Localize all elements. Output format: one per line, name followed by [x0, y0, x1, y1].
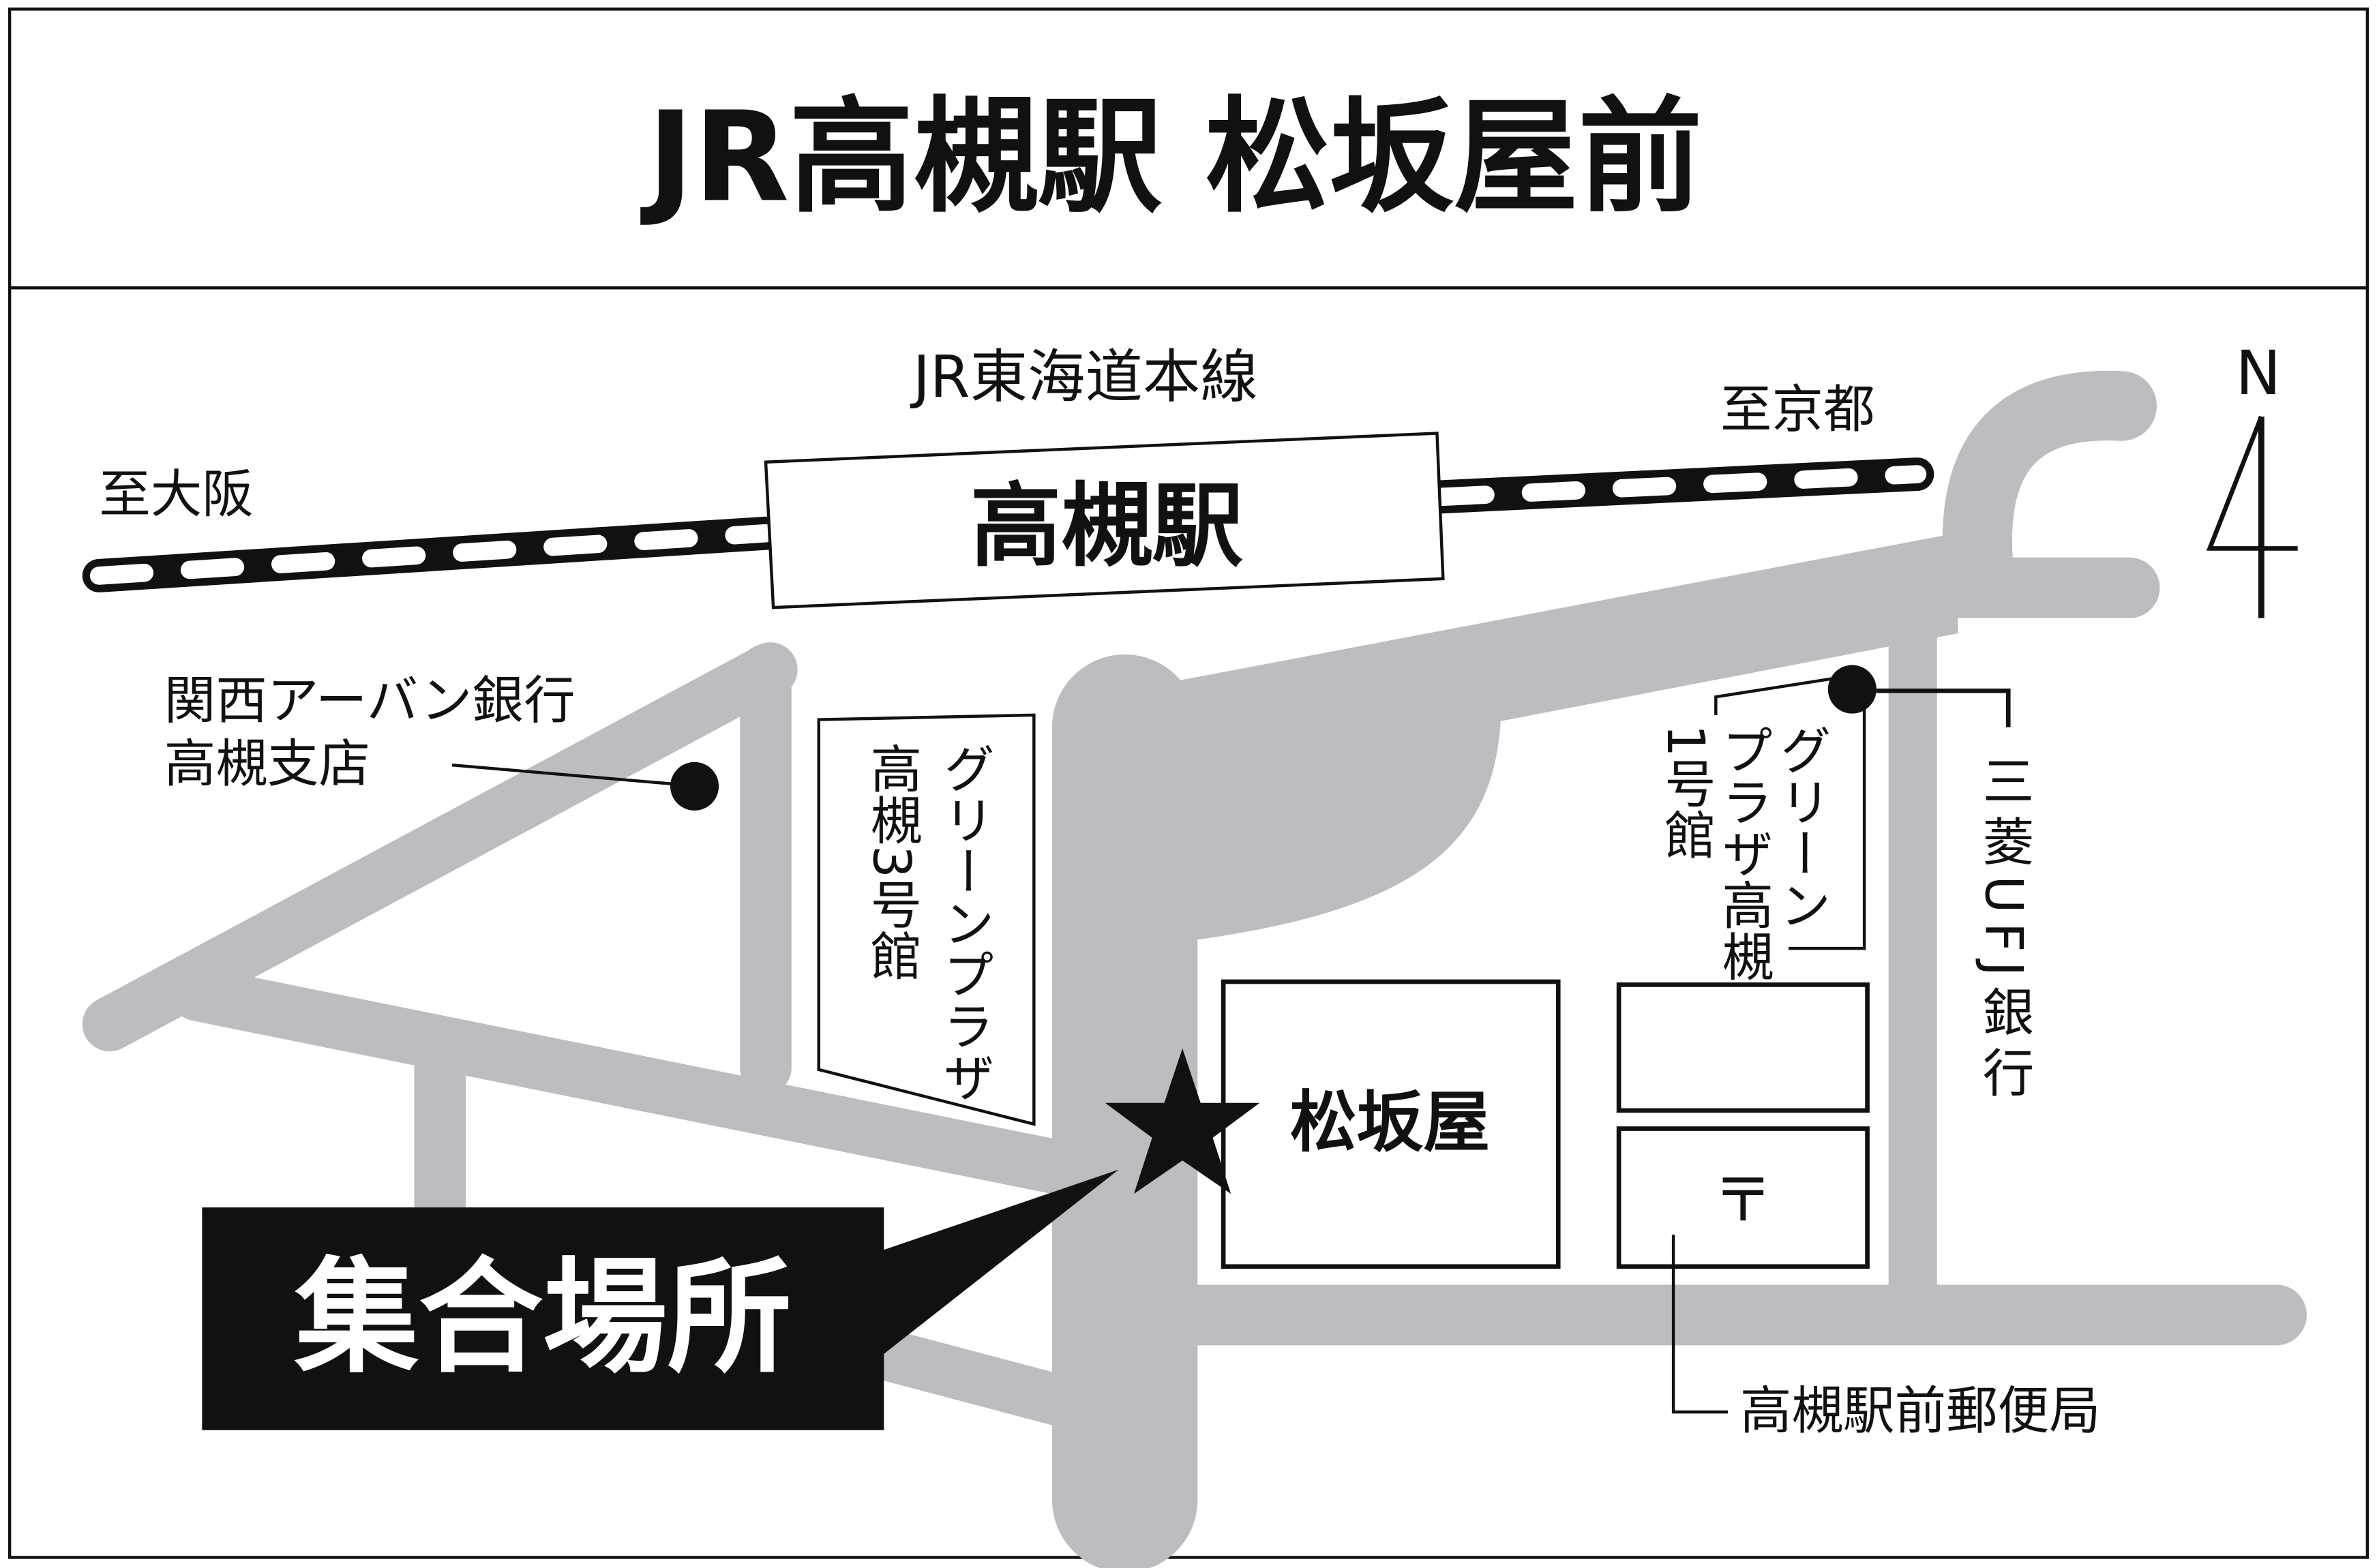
green-plaza-3-label: 高槻3号館 — [861, 742, 921, 981]
direction-osaka: 至大阪 — [99, 464, 254, 524]
meeting-point-label: 集合場所 — [294, 1246, 792, 1390]
leader-line — [451, 764, 683, 787]
leader-line — [1671, 1235, 1729, 1414]
railway-line — [82, 457, 1934, 592]
page-title: JR高槻駅 松坂屋前 — [640, 85, 1702, 229]
road — [1942, 370, 2157, 596]
road-junction — [1061, 533, 1958, 939]
star-icon — [1105, 1048, 1260, 1194]
station-building — [764, 432, 1445, 609]
matsuzakaya-label: 松坂屋 — [1290, 1084, 1490, 1162]
north-arrow-icon: N — [2206, 337, 2298, 618]
kansai-urban-bank-label: 高槻支店 — [164, 734, 370, 794]
green-plaza-3-label: グリーンプラザ — [934, 742, 994, 1103]
road — [82, 642, 798, 1052]
building — [1616, 982, 1870, 1113]
station-name: 高槻駅 — [970, 474, 1243, 579]
mufg-bank-label: 三菱UFJ銀行 — [1974, 755, 2034, 1107]
direction-kyoto: 至京都 — [1720, 380, 1875, 440]
post-office-icon: 〒 — [1713, 1164, 1774, 1235]
post-office-building — [1616, 1126, 1870, 1269]
green-plaza-1-marker — [1827, 665, 1877, 714]
green-plaza-1-label: プラザ高槻 — [1713, 724, 1773, 982]
kansai-urban-bank-label: 関西アーバン銀行 — [164, 670, 575, 730]
svg-text:N: N — [2236, 337, 2281, 408]
leader-line — [1714, 676, 1842, 715]
green-plaza-1-label: グリーン — [1771, 724, 1831, 930]
matsuzakaya-building — [1221, 979, 1561, 1269]
leader-line — [1876, 689, 2011, 727]
green-plaza-3-building — [817, 713, 1036, 1126]
kansai-urban-bank-marker — [670, 762, 719, 811]
meeting-point-callout — [202, 1207, 884, 1430]
roads — [82, 370, 2307, 1568]
leader-line — [1789, 697, 1866, 950]
green-plaza-1-label: 1号館 — [1656, 724, 1716, 860]
railway-name: JR東海道本線 — [910, 344, 1258, 410]
callout-pointer — [879, 1169, 1119, 1358]
post-office-label: 高槻駅前郵便局 — [1740, 1381, 2101, 1441]
road — [170, 966, 1119, 1202]
